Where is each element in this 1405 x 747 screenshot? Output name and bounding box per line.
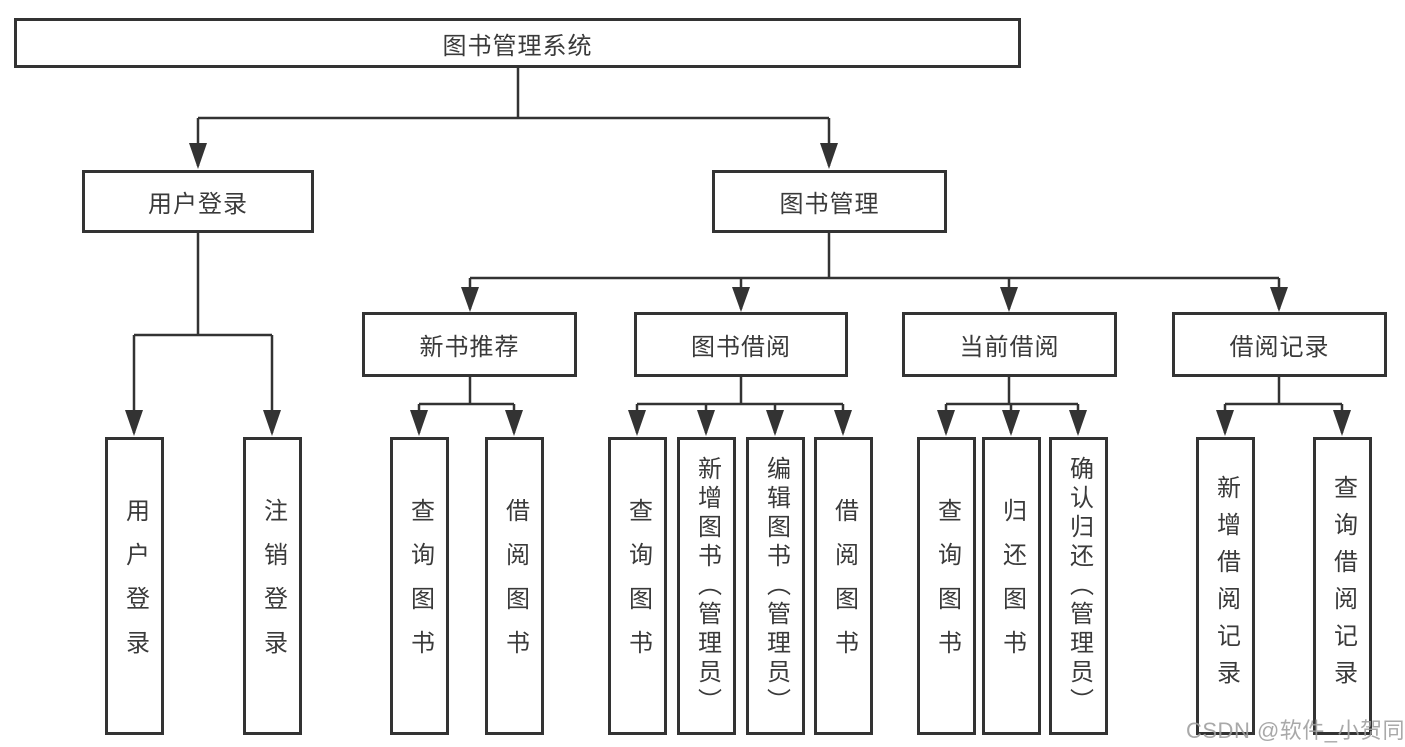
watermark: CSDN @软件_小贺同学	[1186, 718, 1405, 743]
node-current-borrowing-label: 当前借阅	[959, 334, 1060, 361]
node-borrowing-records: 借阅记录	[1172, 312, 1387, 377]
leaf-borrowing-add-books-admin-label: 新增图书（管理员）	[693, 455, 721, 717]
leaf-recommend-query-books-label: 查询图书	[406, 498, 434, 674]
node-book-borrowing-label: 图书借阅	[691, 334, 791, 361]
connector-arrows	[125, 143, 1351, 436]
leaf-recommend-query-books: 查询图书	[390, 437, 449, 735]
node-book-management: 图书管理	[712, 170, 947, 233]
leaf-current-return-books-label: 归还图书	[998, 498, 1026, 674]
leaf-current-confirm-return-admin: 确认归还（管理员）	[1049, 437, 1108, 735]
node-book-management-label: 图书管理	[779, 191, 880, 218]
leaf-current-query-books: 查询图书	[917, 437, 976, 735]
leaf-records-query-record: 查询借阅记录	[1313, 437, 1372, 735]
leaf-borrowing-edit-books-admin-label: 编辑图书（管理员）	[762, 455, 790, 717]
leaf-user-login: 用户登录	[105, 437, 164, 735]
leaf-user-login-label: 用户登录	[121, 498, 149, 674]
leaf-borrowing-query-books-label: 查询图书	[624, 498, 652, 674]
node-current-borrowing: 当前借阅	[902, 312, 1117, 377]
leaf-current-confirm-return-admin-label: 确认归还（管理员）	[1065, 455, 1093, 717]
leaf-recommend-borrow-books: 借阅图书	[485, 437, 544, 735]
leaf-recommend-borrow-books-label: 借阅图书	[501, 498, 529, 674]
node-user-login-branch-label: 用户登录	[148, 191, 248, 218]
leaf-records-add-record: 新增借阅记录	[1196, 437, 1255, 735]
node-borrowing-records-label: 借阅记录	[1229, 334, 1330, 361]
leaf-borrowing-add-books-admin: 新增图书（管理员）	[677, 437, 736, 735]
node-user-login-branch: 用户登录	[82, 170, 314, 233]
node-root: 图书管理系统	[14, 18, 1021, 68]
leaf-borrowing-borrow-books: 借阅图书	[814, 437, 873, 735]
leaf-current-query-books-label: 查询图书	[933, 498, 961, 674]
leaf-current-return-books: 归还图书	[982, 437, 1041, 735]
leaf-records-query-record-label: 查询借阅记录	[1329, 475, 1357, 697]
leaf-borrowing-edit-books-admin: 编辑图书（管理员）	[746, 437, 805, 735]
leaf-logout-label: 注销登录	[259, 498, 287, 674]
node-root-label: 图书管理系统	[442, 32, 593, 60]
leaf-borrowing-borrow-books-label: 借阅图书	[830, 498, 858, 674]
node-book-borrowing: 图书借阅	[634, 312, 848, 377]
leaf-records-add-record-label: 新增借阅记录	[1212, 475, 1240, 697]
leaf-borrowing-query-books: 查询图书	[608, 437, 667, 735]
node-new-book-recommend: 新书推荐	[362, 312, 577, 377]
leaf-logout: 注销登录	[243, 437, 302, 735]
node-new-book-recommend-label: 新书推荐	[419, 334, 520, 361]
